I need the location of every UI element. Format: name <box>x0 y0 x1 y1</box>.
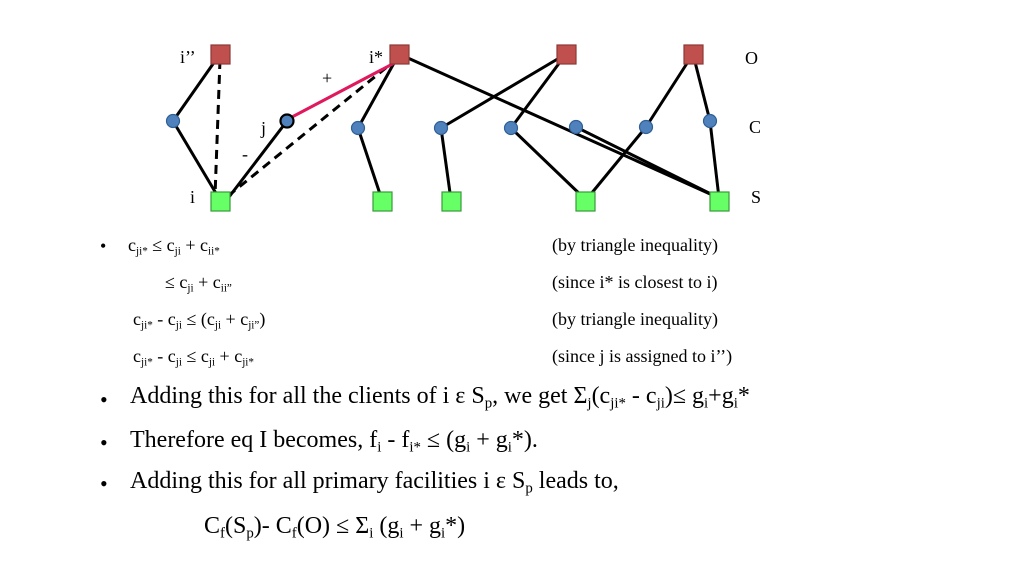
row-label-s: S <box>751 187 761 207</box>
edge-client-s2 <box>356 127 384 201</box>
client-7 <box>638 119 654 135</box>
derivation-note-4: (since j is assigned to i’’) <box>552 346 733 366</box>
edge-client-s3 <box>439 127 453 201</box>
facility-s3 <box>441 191 462 212</box>
derivation-line-3: cji* - cji ≤ (cji + cji”) <box>133 309 266 332</box>
client-3 <box>350 120 366 136</box>
edges <box>171 52 721 202</box>
client-5 <box>503 120 519 136</box>
bullet-marker: • <box>100 430 108 455</box>
edge-client4-s4 <box>584 126 648 201</box>
edge-j-istar-highlight <box>291 58 401 119</box>
facility-s2 <box>372 191 393 212</box>
facilities-s <box>210 191 730 212</box>
client-1 <box>165 113 181 129</box>
edge-istar-client <box>356 53 401 129</box>
edge-i2-i-dashed <box>213 59 222 197</box>
bullet-3: Adding this for all primary facilities i… <box>130 468 619 497</box>
row-label-o: O <box>745 48 758 68</box>
final-inequality: Cf(Sp)- Cf(O) ≤ Σi (gi + gi*) <box>204 513 466 542</box>
label-j: j <box>260 118 266 138</box>
derivation-line-2: ≤ cji + cii” <box>165 272 232 295</box>
edge-client3-s5 <box>575 125 720 200</box>
edge-istar-s5 <box>398 52 720 200</box>
dashed-edges <box>213 56 399 198</box>
edge-o4-client5 <box>691 53 712 122</box>
label-istar: i* <box>369 47 383 67</box>
edge-client-i <box>171 120 222 201</box>
label-plus: + <box>322 68 332 88</box>
edge-o4-client <box>644 53 695 128</box>
client-8 <box>702 113 718 129</box>
clients <box>165 113 718 136</box>
edge-client2-s4 <box>509 126 588 202</box>
derivation-line-4: cji* - cji ≤ cji + cji* <box>133 346 254 369</box>
bullet-marker: • <box>100 471 108 496</box>
derivation-note-2: (since i* is closest to i) <box>552 272 718 292</box>
edge-istar-i-dashed <box>227 56 399 198</box>
edge-client5-s5 <box>708 120 721 199</box>
client-6 <box>568 119 584 135</box>
edge-o3-client <box>440 52 567 130</box>
edge-j-i <box>227 120 289 198</box>
edge-i2-client <box>171 53 222 122</box>
bullet-marker: • <box>100 236 107 256</box>
label-i: i <box>190 187 195 207</box>
facility-s5 <box>709 191 730 212</box>
facility-o4 <box>683 44 704 65</box>
client-j <box>279 113 295 129</box>
derivation-note-1: (by triangle inequality) <box>552 235 718 255</box>
facility-i2 <box>210 44 231 65</box>
bullet-1: Adding this for all the clients of i ε S… <box>130 383 750 412</box>
facility-location-diagram: i’’ i* + j - i O C S <box>165 44 761 212</box>
row-label-c: C <box>749 117 761 137</box>
derivation-note-3: (by triangle inequality) <box>552 309 718 329</box>
facility-i <box>210 191 231 212</box>
bullet-marker: • <box>100 387 108 412</box>
derivation-line-1: cji* ≤ cji + cii* <box>128 235 220 258</box>
facilities-o <box>210 44 704 65</box>
client-4 <box>433 120 449 136</box>
label-i2: i’’ <box>180 47 196 67</box>
edge-o3-client2 <box>509 53 568 129</box>
bullet-2: Therefore eq I becomes, fi - fi* ≤ (gi +… <box>130 427 538 456</box>
label-minus: - <box>242 144 248 164</box>
facility-o3 <box>556 44 577 65</box>
facility-s4 <box>575 191 596 212</box>
facility-istar <box>389 44 410 65</box>
